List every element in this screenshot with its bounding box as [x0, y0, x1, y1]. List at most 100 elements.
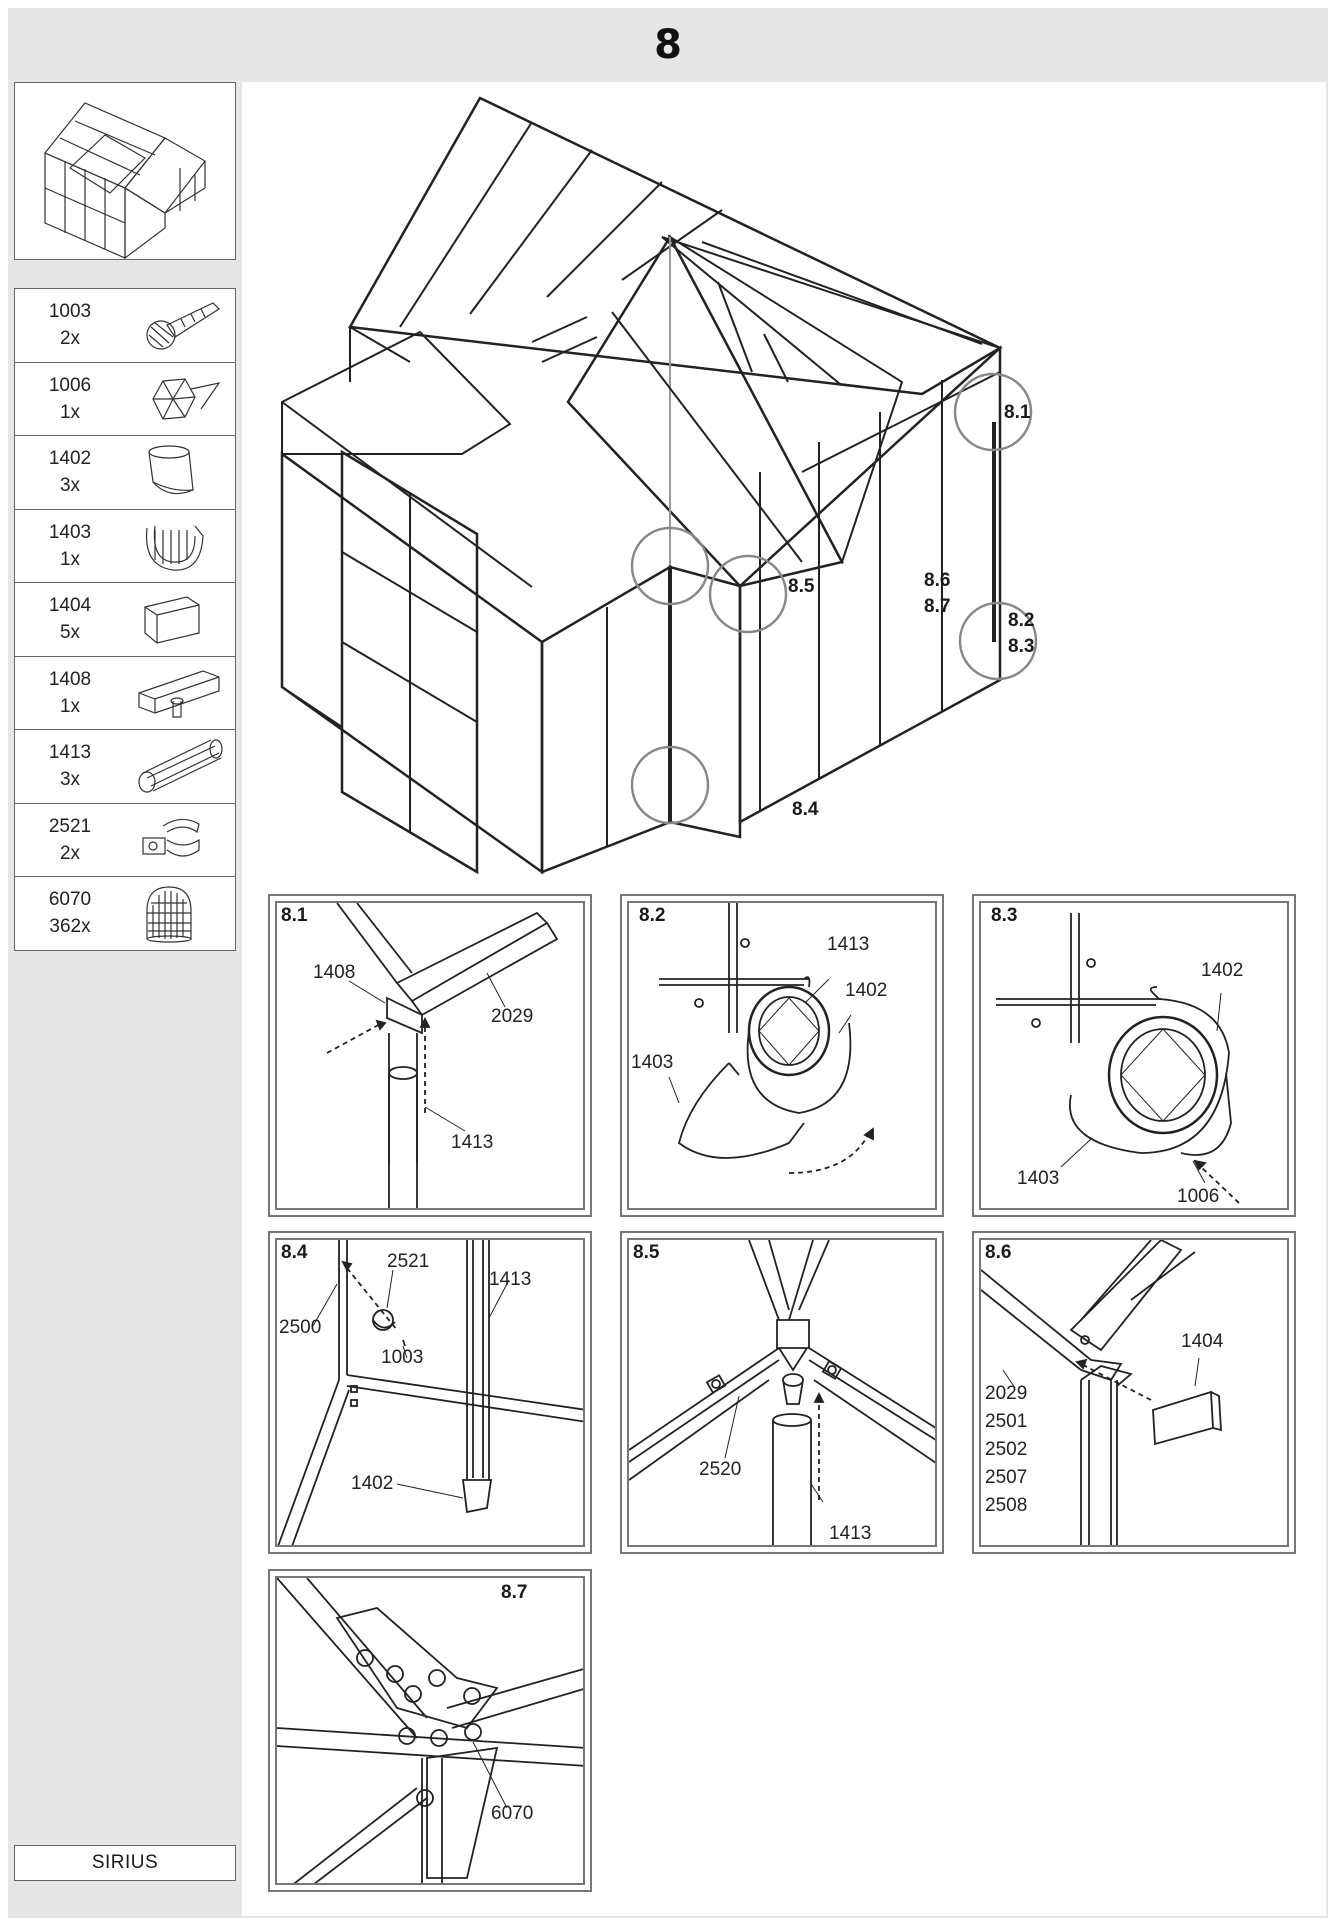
callout-label: 8.5	[788, 576, 815, 597]
downpipe-outlet-icon	[148, 445, 194, 495]
part-callout: 1402	[845, 980, 888, 1001]
detail-label: 8.4	[281, 1242, 308, 1263]
part-callout: 1408	[313, 962, 356, 983]
detail-label: 8.7	[501, 1582, 528, 1603]
part-callout: 1003	[381, 1347, 424, 1368]
detail-8-7: 8.7 6070	[268, 1569, 592, 1892]
part-callout: 2502	[985, 1439, 1028, 1460]
part-row-1003: 1003 2x	[15, 289, 235, 363]
part-number: 1003	[48, 301, 92, 323]
part-row-2521: 2521 2x	[15, 804, 235, 877]
gutter-end-cap-icon	[144, 596, 200, 644]
pipe-bracket-icon	[142, 818, 200, 857]
part-number: 1413	[48, 742, 92, 764]
part-qty: 2x	[59, 842, 81, 864]
part-callout: 2508	[985, 1495, 1028, 1516]
detail-8-6-drawing	[981, 1240, 1222, 1545]
part-qty: 362x	[49, 916, 91, 938]
bolt-cap-icon	[146, 886, 192, 943]
part-row-6070: 6070 362x	[15, 877, 235, 950]
detail-label: 8.6	[985, 1242, 1012, 1263]
greenhouse-overview-thumbnail	[14, 82, 236, 260]
part-qty: 1x	[59, 548, 81, 570]
part-callout: 6070	[491, 1803, 534, 1824]
callout-label: 8.3	[1008, 636, 1035, 657]
part-callout: 1006	[1177, 1186, 1220, 1207]
part-row-1408: 1408 1x	[15, 657, 235, 730]
callout-8-1: 8.1	[1004, 400, 1030, 426]
detail-label: 8.1	[281, 905, 308, 926]
pipe-clip-icon	[145, 525, 204, 571]
detail-8-3-drawing	[996, 913, 1240, 1204]
callout-label: 8.1	[1004, 402, 1031, 423]
nut-icon	[152, 377, 221, 420]
downpipe-tube-icon	[138, 739, 223, 793]
callout-8-5: 8.5	[788, 574, 814, 600]
part-number: 6070	[48, 889, 92, 911]
parts-list: 1003 2x 1006 1x 1402 3x 1403	[14, 288, 236, 951]
part-number: 1404	[48, 595, 92, 617]
part-callout: 2029	[491, 1006, 534, 1027]
part-number: 1402	[48, 448, 92, 470]
part-qty: 1x	[59, 695, 81, 717]
part-callout: 1402	[1201, 960, 1244, 981]
part-callout: 1413	[489, 1269, 532, 1290]
detail-8-1: 8.1 1408 2029 1413	[268, 894, 592, 1217]
part-row-1402: 1402 3x	[15, 436, 235, 510]
detail-8-4: 8.4 2521 1413 2500 1003 1402	[268, 1231, 592, 1554]
screw-bolt-icon	[146, 302, 220, 350]
detail-8-6: 8.6 1404 2029 2501 2502 2507 2508	[972, 1231, 1296, 1554]
part-callout: 1403	[1017, 1168, 1060, 1189]
part-row-1403: 1403 1x	[15, 510, 235, 583]
part-callout: 2501	[985, 1411, 1028, 1432]
callout-8-4: 8.4	[792, 797, 818, 823]
gutter-outlet-icon	[138, 669, 220, 718]
part-callout: 2520	[699, 1459, 742, 1480]
part-callout: 2029	[985, 1383, 1028, 1404]
part-number: 1408	[48, 668, 92, 690]
part-number: 1006	[48, 374, 92, 396]
part-callout: 1413	[451, 1132, 494, 1153]
callout-label: 8.6	[924, 570, 951, 591]
part-number: 1403	[48, 521, 92, 543]
part-qty: 2x	[59, 328, 81, 350]
part-row-1006: 1006 1x	[15, 363, 235, 436]
detail-8-3: 8.3 1402 1403 1006	[972, 894, 1296, 1217]
detail-8-5: 8.5 2520 1413	[620, 1231, 944, 1554]
detail-8-7-drawing	[277, 1578, 583, 1883]
part-callout: 1402	[351, 1473, 394, 1494]
part-callout: 1403	[631, 1052, 674, 1073]
step-number: 8	[654, 22, 682, 68]
detail-label: 8.5	[633, 1242, 660, 1263]
part-row-1404: 1404 5x	[15, 583, 235, 657]
detail-label: 8.2	[639, 905, 666, 926]
part-callout: 2521	[387, 1251, 430, 1272]
part-qty: 5x	[59, 622, 81, 644]
part-qty: 3x	[59, 769, 81, 791]
part-qty: 3x	[59, 475, 81, 497]
step-header: 8	[8, 8, 1328, 82]
part-callout: 1413	[829, 1523, 872, 1544]
callout-label: 8.2	[1008, 610, 1035, 631]
part-callout: 2500	[279, 1317, 322, 1338]
part-qty: 1x	[59, 401, 81, 423]
callout-label: 8.4	[792, 799, 819, 820]
detail-8-2-drawing	[659, 903, 874, 1174]
detail-8-5-drawing	[629, 1240, 935, 1545]
greenhouse-thumbnail-icon	[44, 102, 206, 260]
detail-8-4-drawing	[277, 1240, 583, 1545]
callout-label: 8.7	[924, 596, 951, 617]
part-number: 2521	[48, 815, 92, 837]
detail-label: 8.3	[991, 905, 1018, 926]
detail-8-1-drawing	[326, 903, 559, 1208]
detail-8-2: 8.2 1413 1402 1403	[620, 894, 944, 1217]
model-name: SIRIUS	[14, 1845, 236, 1881]
part-callout: 1413	[827, 934, 870, 955]
part-callout: 2507	[985, 1467, 1028, 1488]
part-callout: 1404	[1181, 1331, 1224, 1352]
part-row-1413: 1413 3x	[15, 730, 235, 804]
